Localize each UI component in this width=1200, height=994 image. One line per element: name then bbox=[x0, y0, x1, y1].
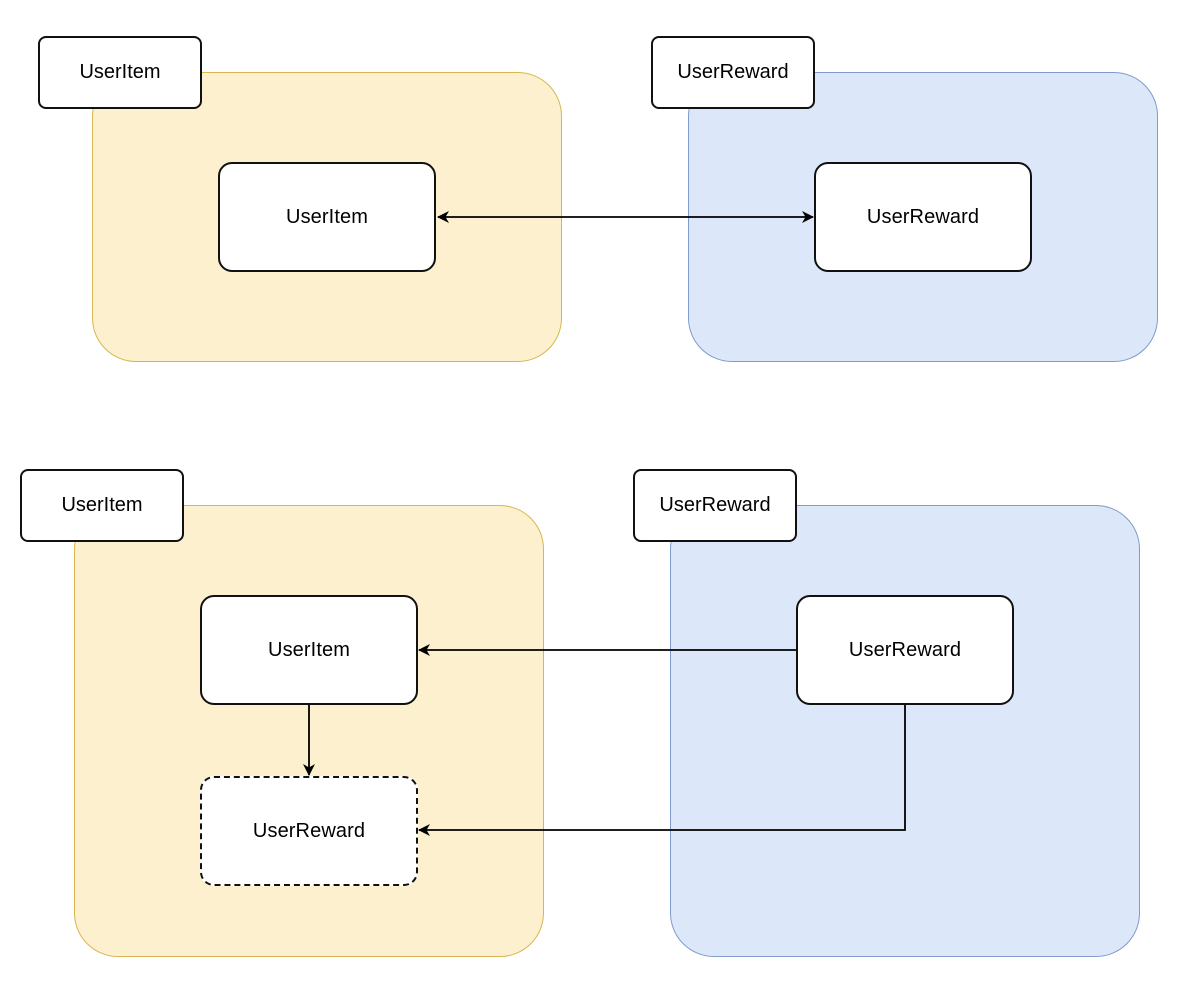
bottom-reward-to-derived-edge bbox=[418, 704, 906, 836]
bottom-derived-userreward-node[interactable]: UserReward bbox=[200, 776, 418, 886]
bottom-userreward-node[interactable]: UserReward bbox=[796, 595, 1014, 705]
top-useritem-node[interactable]: UserItem bbox=[218, 162, 436, 272]
bottom-left-tag: UserItem bbox=[20, 469, 184, 542]
top-right-tag: UserReward bbox=[651, 36, 815, 109]
bottom-right-tag: UserReward bbox=[633, 469, 797, 542]
top-left-tag: UserItem bbox=[38, 36, 202, 109]
top-userreward-node[interactable]: UserReward bbox=[814, 162, 1032, 272]
bottom-useritem-node[interactable]: UserItem bbox=[200, 595, 418, 705]
